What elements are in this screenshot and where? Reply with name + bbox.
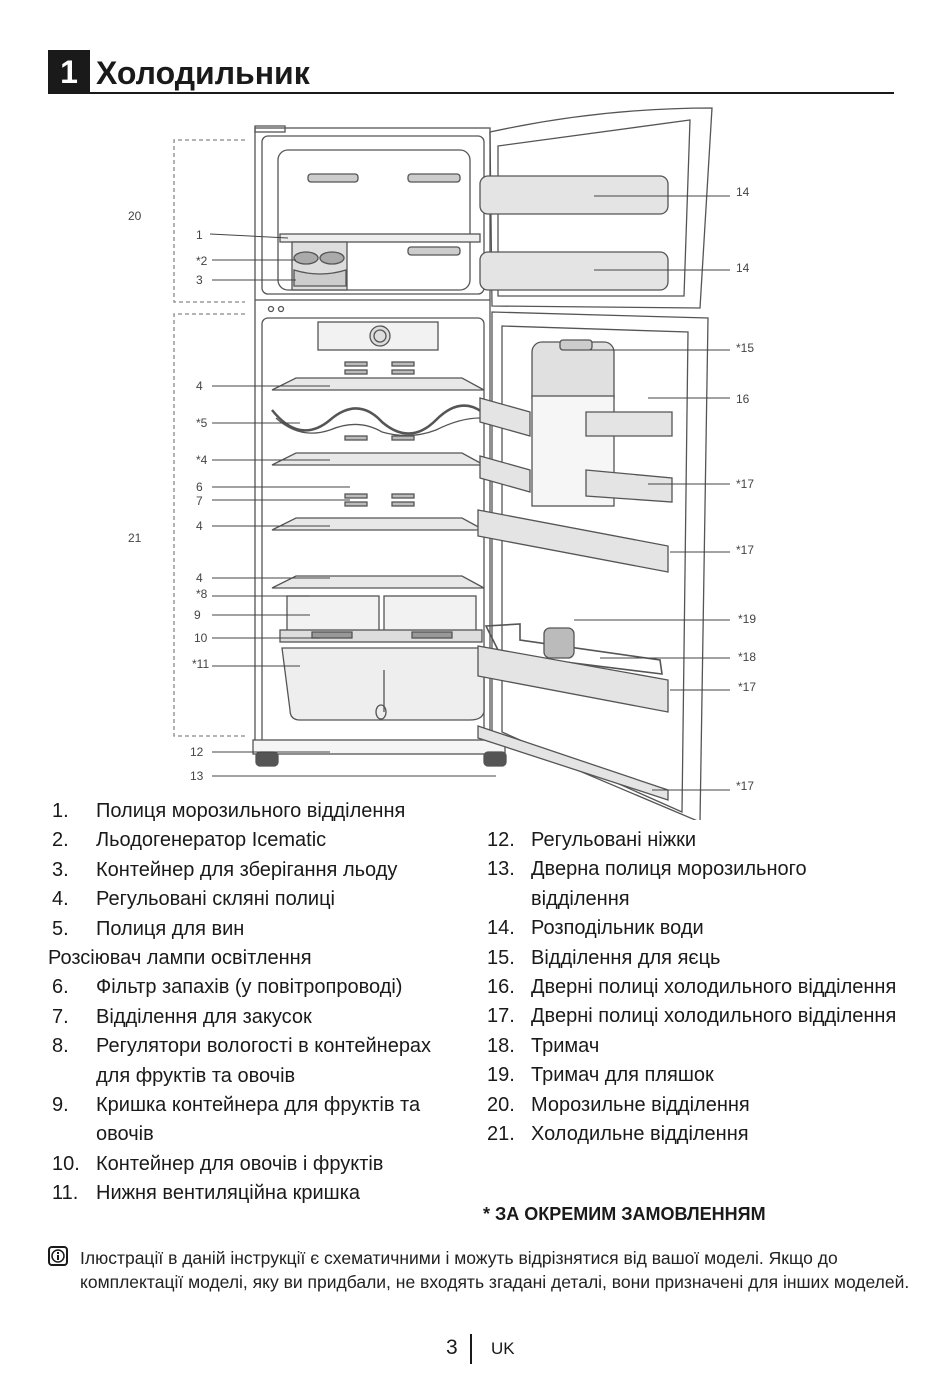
callout-4: 4 bbox=[196, 379, 203, 393]
glass-shelf bbox=[271, 377, 485, 391]
callout-19: *19 bbox=[738, 612, 756, 626]
crisper-drawer bbox=[281, 647, 485, 721]
callout-3: 3 bbox=[196, 273, 203, 287]
callout-21: 21 bbox=[128, 531, 142, 545]
door-shelf bbox=[477, 725, 669, 801]
language-code: UK bbox=[491, 1339, 515, 1358]
door-shelf bbox=[585, 411, 673, 437]
callout-17: *17 bbox=[736, 543, 754, 557]
list-item: 16.Дверні полиці холодильного відділення bbox=[487, 976, 897, 999]
callout-14: 14 bbox=[736, 185, 750, 199]
list-item: 9.Кришка контейнера для фруктів та овочі… bbox=[52, 1094, 421, 1146]
list-item: Розсіювач лампи освітлення bbox=[48, 947, 312, 970]
parts-list-right: 12.Регульовані ніжки 13.Дверна полиця мо… bbox=[483, 826, 903, 1149]
callout-15: *15 bbox=[736, 341, 754, 355]
door-shelf bbox=[585, 469, 673, 503]
list-item: 6.Фільтр запахів (у повітропроводі) bbox=[52, 976, 403, 999]
callout-16: 16 bbox=[736, 392, 750, 406]
callout-20: 20 bbox=[128, 209, 142, 223]
callout-5: *5 bbox=[196, 416, 208, 430]
freezer-compartment bbox=[261, 135, 485, 295]
freezer-door bbox=[489, 107, 713, 309]
callout-8: *8 bbox=[196, 587, 208, 601]
list-item: 8.Регулятори вологості в контейнерах для… bbox=[52, 1035, 432, 1087]
header-rule bbox=[48, 92, 894, 94]
list-item: 1.Полиця морозильного відділення bbox=[52, 800, 406, 822]
section-header: 1 Холодильник bbox=[48, 50, 894, 94]
list-item: 5.Полиця для вин bbox=[52, 917, 245, 940]
callout-4-star: *4 bbox=[196, 453, 208, 467]
door-shelf bbox=[477, 645, 669, 713]
callout-1: 1 bbox=[196, 228, 203, 242]
list-item: 11.Нижня вентиляційна кришка bbox=[52, 1182, 361, 1205]
list-item: 21.Холодильне відділення bbox=[487, 1123, 749, 1146]
fridge-door bbox=[491, 311, 709, 820]
callout-14: 14 bbox=[736, 261, 750, 275]
list-item: 7.Відділення для закусок bbox=[52, 1005, 312, 1028]
parts-list-left: 1.Полиця морозильного відділення 2.Льодо… bbox=[48, 797, 468, 1209]
list-item: 19.Тримач для пляшок bbox=[487, 1064, 714, 1087]
list-item: 3.Контейнер для зберігання льоду bbox=[52, 858, 398, 881]
callout-2: *2 bbox=[196, 254, 208, 268]
list-item: 17.Дверні полиці холодильного відділення bbox=[487, 1005, 897, 1028]
bottle-holder bbox=[543, 627, 575, 659]
door-shelf bbox=[477, 509, 669, 573]
callout-4: 4 bbox=[196, 519, 203, 533]
list-item: 14.Розподільник води bbox=[487, 917, 704, 940]
section-title: Холодильник bbox=[96, 55, 310, 91]
note-text: Ілюстрації в даній інструкції є схематич… bbox=[80, 1248, 910, 1292]
page-footer: 3 UK bbox=[0, 1334, 950, 1366]
list-item: 10.Контейнер для овочів і фруктів bbox=[52, 1152, 384, 1175]
page-number: 3 bbox=[446, 1336, 458, 1359]
callout-17: *17 bbox=[736, 779, 754, 793]
list-item: 15.Відділення для яєць bbox=[487, 946, 721, 969]
glass-shelf bbox=[271, 517, 485, 531]
callout-11: *11 bbox=[192, 657, 209, 671]
list-item: 20.Морозильне відділення bbox=[487, 1093, 750, 1116]
callout-18: *18 bbox=[738, 650, 756, 664]
info-icon bbox=[48, 1246, 68, 1266]
footer-divider bbox=[470, 1334, 472, 1364]
list-item: 4.Регульовані скляні полиці bbox=[52, 888, 335, 911]
callout-7: 7 bbox=[196, 494, 203, 508]
list-item: 13.Дверна полиця морозильного відділення bbox=[487, 858, 807, 910]
list-item: 18.Тримач bbox=[487, 1034, 600, 1057]
list-item: 2.Льодогенератор Icematic bbox=[52, 829, 327, 852]
glass-shelf bbox=[271, 575, 485, 589]
wine-rack bbox=[271, 404, 483, 435]
door-shelf bbox=[479, 175, 669, 215]
callout-17: *17 bbox=[738, 680, 756, 694]
callout-13: 13 bbox=[190, 769, 204, 783]
list-item: 12.Регульовані ніжки bbox=[487, 829, 697, 851]
fridge-diagram: 20 1 *2 3 4 *5 *4 6 7 4 21 4 *8 9 10 *11… bbox=[128, 107, 756, 820]
callout-4: 4 bbox=[196, 571, 203, 585]
callout-12: 12 bbox=[190, 745, 204, 759]
special-order-footnote: * ЗА ОКРЕМИМ ЗАМОВЛЕННЯМ bbox=[483, 1204, 766, 1224]
callout-9: 9 bbox=[194, 608, 201, 622]
door-shelf bbox=[479, 251, 669, 291]
section-number: 1 bbox=[48, 50, 90, 92]
callout-17: *17 bbox=[736, 477, 754, 491]
glass-shelf bbox=[271, 452, 485, 466]
callout-10: 10 bbox=[194, 631, 208, 645]
callout-6: 6 bbox=[196, 480, 203, 494]
